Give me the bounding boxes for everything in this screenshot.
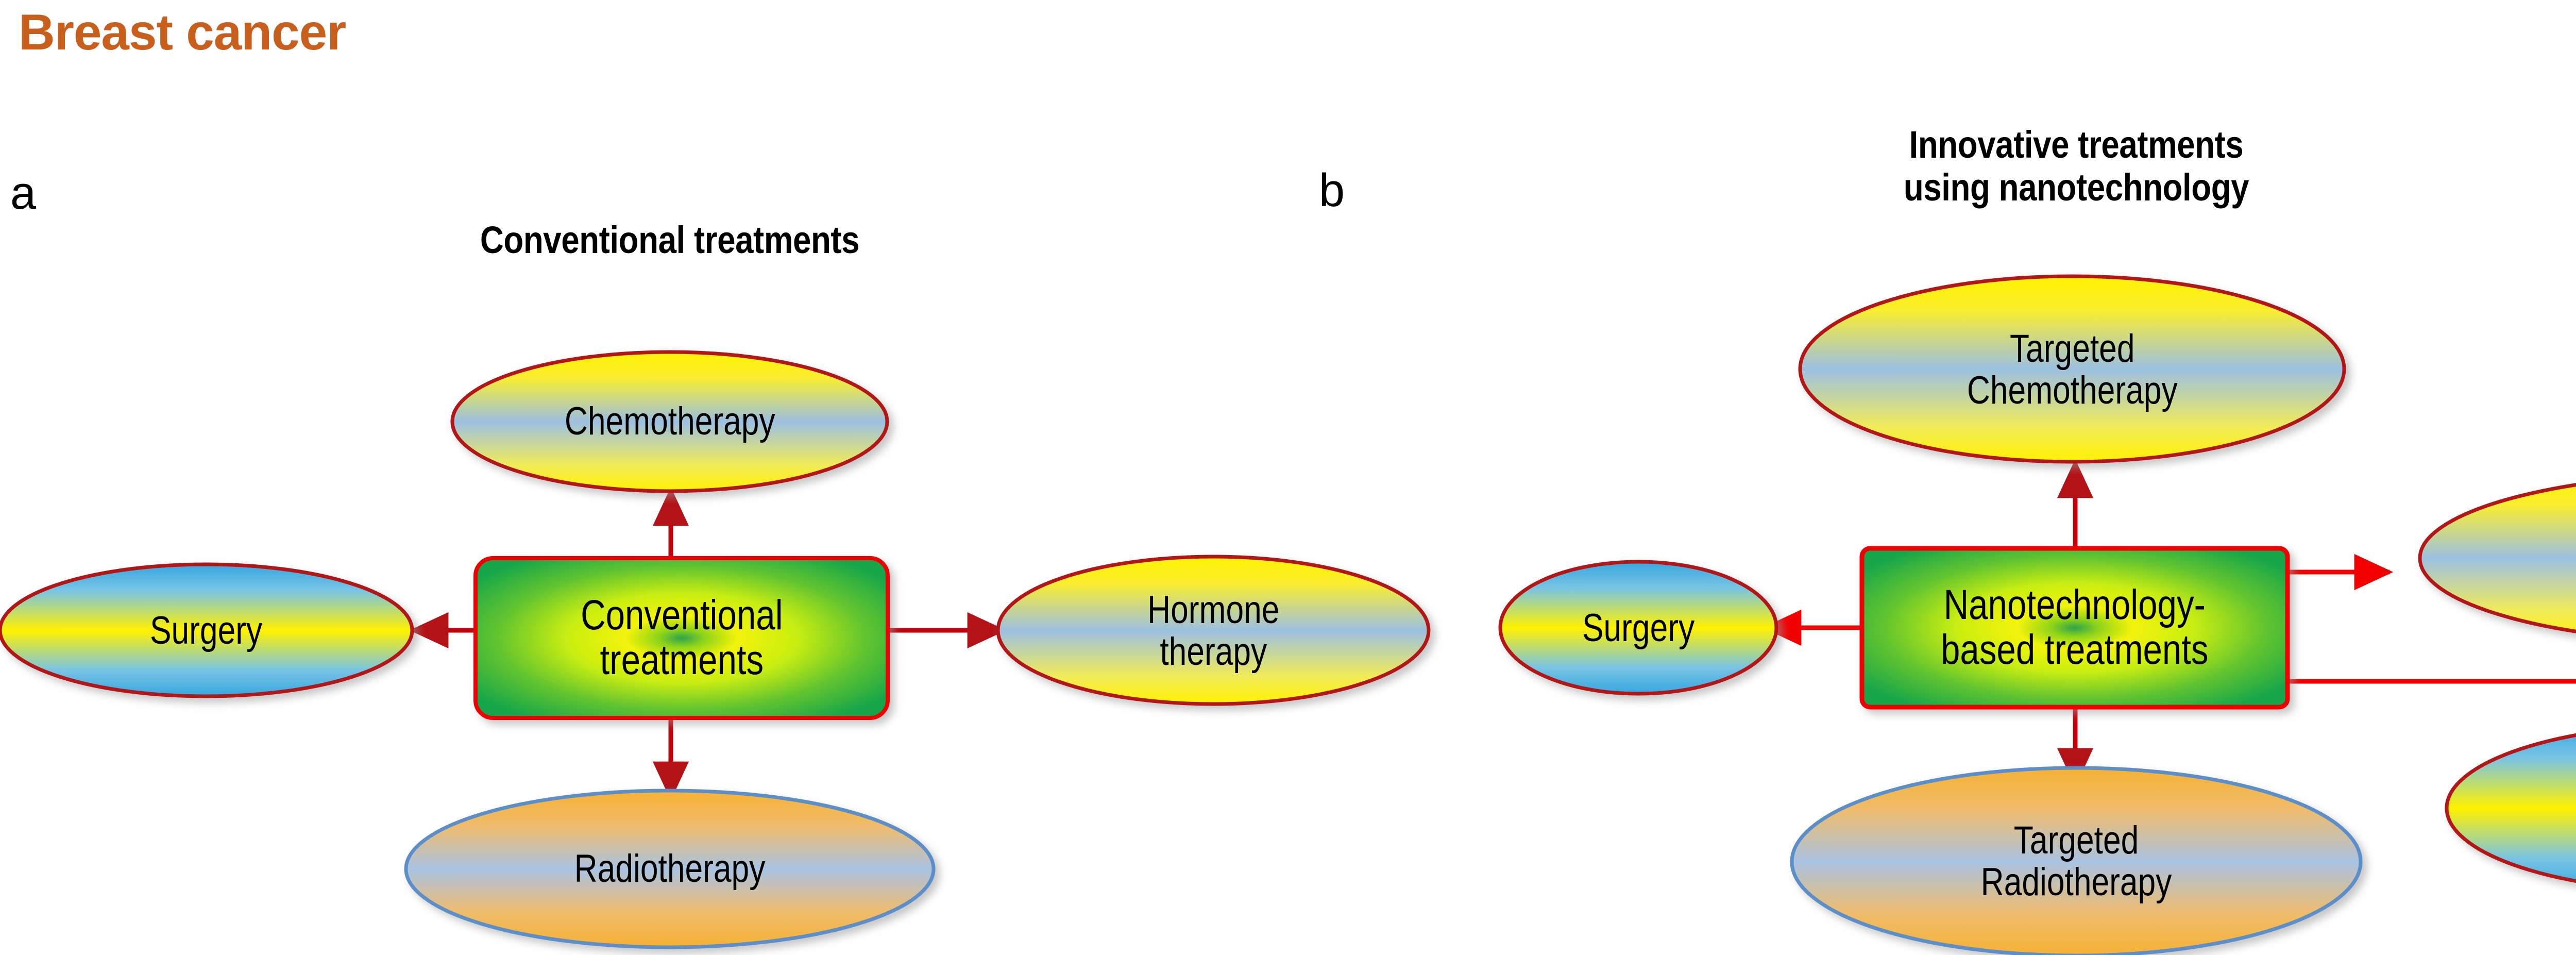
- panel-b-connectors: [1762, 459, 2576, 788]
- node-nanotechnology-based-treatments-box[interactable]: [1859, 546, 2290, 710]
- node-surgery-b[interactable]: [1498, 560, 1778, 696]
- node-radiotherapy[interactable]: [404, 789, 936, 949]
- node-targeted-chemotherapy[interactable]: [1798, 274, 2346, 464]
- node-targeted-radiotherapy[interactable]: [1790, 766, 2363, 955]
- panel-heading-b: Innovative treatments using nanotechnolo…: [1903, 123, 2249, 209]
- panel-label-b: b: [1319, 165, 1345, 216]
- figure-title: Breast cancer: [19, 4, 346, 60]
- node-surgery-a[interactable]: [0, 562, 414, 698]
- node-hormone-therapy-a[interactable]: [996, 555, 1431, 706]
- node-immunotherapy-therapy[interactable]: [2418, 474, 2576, 643]
- node-chemotherapy[interactable]: [450, 350, 889, 493]
- panel-label-a: a: [10, 167, 37, 219]
- node-hormone-therapy-b[interactable]: [2445, 725, 2576, 892]
- node-conventional-treatments-box[interactable]: [473, 556, 890, 720]
- edge-nano-to-hormone-therapy-b: [2290, 679, 2576, 684]
- panel-heading-a: Conventional treatments: [480, 219, 860, 261]
